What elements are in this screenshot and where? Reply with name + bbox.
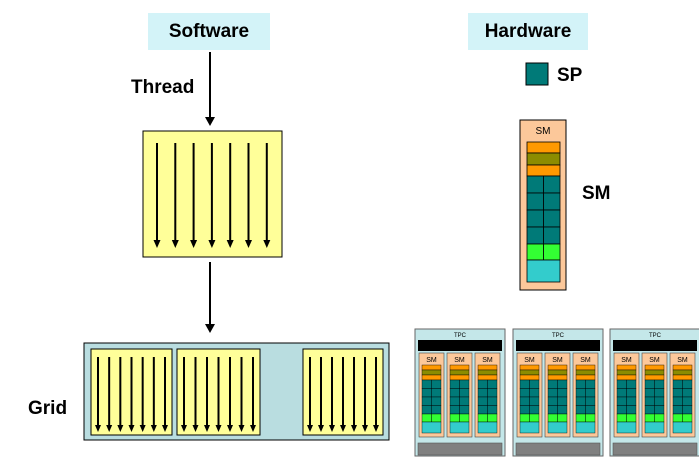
grid-block-1-thread-5 — [139, 357, 146, 432]
thread-arrow-6 — [245, 143, 252, 248]
grid-block-3-thread-6 — [362, 357, 368, 432]
grid-label: Grid — [28, 398, 68, 419]
sm-sp-5 — [526, 209, 544, 228]
thread-arrow-7 — [263, 143, 271, 248]
tpc-sm-2: SM — [446, 352, 473, 438]
grid-block-1-thread-2 — [106, 357, 113, 432]
grid-block-2-thread-6 — [238, 357, 245, 432]
tpc-sm-2: SM — [544, 352, 571, 438]
grid-block-3-thread-2 — [318, 357, 324, 432]
tpc-sm-title: SM — [552, 357, 563, 364]
tpc-sm-3: SM — [474, 352, 501, 438]
sp-label: SP — [557, 65, 583, 86]
tpc-bottom-bar — [515, 442, 601, 456]
grid-block-3-thread-1 — [307, 357, 313, 432]
sm-sp-4 — [543, 192, 561, 211]
thread-arrow-3 — [190, 143, 198, 248]
block-to-grid-arrow — [205, 262, 215, 333]
tpc-sm-title: SM — [524, 357, 535, 364]
sm-sp-6 — [543, 209, 561, 228]
tpc-sm-1: SM — [516, 352, 543, 438]
grid-block-2-thread-7 — [250, 357, 256, 432]
grid-block-1-thread-7 — [162, 357, 168, 432]
tpc-sm-1: SM — [418, 352, 445, 438]
grid-block-2-thread-5 — [227, 357, 233, 432]
tpc-title: TPC — [454, 333, 467, 339]
hardware-header: Hardware — [468, 13, 588, 50]
tpc-bottom-bar — [612, 442, 698, 456]
tpc-sm-3: SM — [669, 352, 696, 438]
sm-shared-memory — [526, 259, 561, 283]
sm-sp-1 — [526, 175, 544, 194]
thread-arrow-2 — [171, 143, 179, 248]
software-header: Software — [148, 13, 270, 50]
sm-sp-8 — [543, 226, 561, 245]
sm-sp-3 — [526, 192, 544, 211]
grid-block-2-thread-1 — [181, 357, 187, 432]
tpc-top-bar — [418, 340, 502, 351]
tpc-sm-title: SM — [482, 357, 493, 364]
grid-block-2-thread-3 — [204, 357, 210, 432]
sm-cache-2 — [526, 152, 561, 166]
sm-sfu-2 — [543, 243, 561, 261]
thread-arrow-5 — [226, 143, 234, 248]
sp-legend-square — [525, 62, 549, 86]
sm-cache-3 — [526, 164, 561, 177]
sm-sp-7 — [526, 226, 544, 245]
tpc-2: TPC SM SM SM — [512, 328, 604, 457]
grid-block-1-thread-6 — [150, 357, 157, 432]
tpc-top-bar — [613, 340, 697, 351]
tpc-1: TPC SM SM SM — [414, 328, 506, 457]
grid-block-1-thread-4 — [128, 357, 135, 432]
thread-label: Thread — [131, 77, 195, 98]
sm-sp-2 — [543, 175, 561, 194]
thread-arrow-1 — [153, 143, 161, 248]
tpc-sm-2: SM — [641, 352, 668, 438]
thread-arrow-4 — [208, 143, 216, 248]
sm-cache-1 — [526, 141, 561, 154]
grid-block-2-thread-2 — [192, 357, 199, 432]
grid-block-1-thread-1 — [95, 357, 101, 432]
tpc-3: TPC SM SM SM — [609, 328, 699, 457]
grid-block-3-thread-7 — [373, 357, 379, 432]
tpc-bottom-bar — [417, 442, 503, 456]
tpc-top-bar — [516, 340, 600, 351]
tpc-sm-title: SM — [454, 357, 465, 364]
tpc-sm-title: SM — [426, 357, 437, 364]
tpc-sm-title: SM — [621, 357, 632, 364]
grid-block-3-thread-4 — [340, 357, 346, 432]
tpc-sm-1: SM — [613, 352, 640, 438]
sm-label: SM — [582, 183, 611, 204]
grid-block-3-thread-3 — [329, 357, 335, 432]
grid-block-3-thread-5 — [351, 357, 357, 432]
sm-sfu-1 — [526, 243, 544, 261]
tpc-sm-title: SM — [649, 357, 660, 364]
tpc-sm-title: SM — [677, 357, 688, 364]
tpc-sm-title: SM — [580, 357, 591, 364]
tpc-title: TPC — [649, 333, 662, 339]
tpc-title: TPC — [552, 333, 565, 339]
thread-arrow — [205, 52, 215, 126]
tpc-sm-3: SM — [572, 352, 599, 438]
sm-block-title: SM — [536, 126, 551, 137]
sm-block: SM — [519, 119, 567, 291]
grid-block-1-thread-3 — [117, 357, 124, 432]
grid-block-2-thread-4 — [215, 357, 222, 432]
